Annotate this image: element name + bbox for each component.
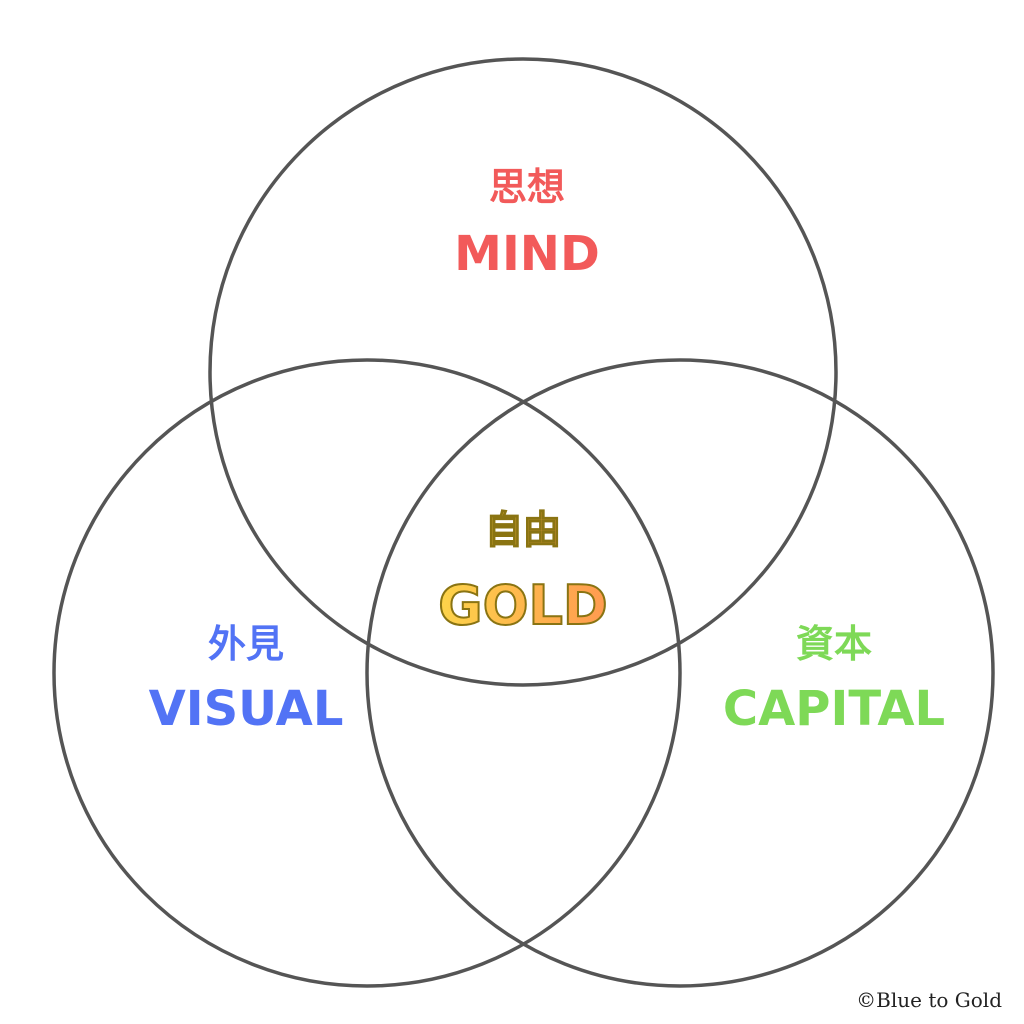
- circle-mind: [208, 57, 838, 687]
- capital-en-label: CAPITAL: [723, 681, 945, 737]
- circle-capital: [365, 358, 995, 988]
- copyright-credit: ©Blue to Gold: [856, 988, 1002, 1012]
- visual-en-label: VISUAL: [149, 681, 344, 737]
- center-jp-label: 自由: [485, 508, 561, 552]
- center-en-label: GOLD: [438, 574, 607, 637]
- mind-en-label: MIND: [454, 226, 600, 282]
- capital-jp-label: 資本: [796, 622, 872, 666]
- visual-jp-label: 外見: [208, 622, 284, 666]
- mind-jp-label: 思想: [489, 165, 565, 209]
- circle-visual: [52, 358, 682, 988]
